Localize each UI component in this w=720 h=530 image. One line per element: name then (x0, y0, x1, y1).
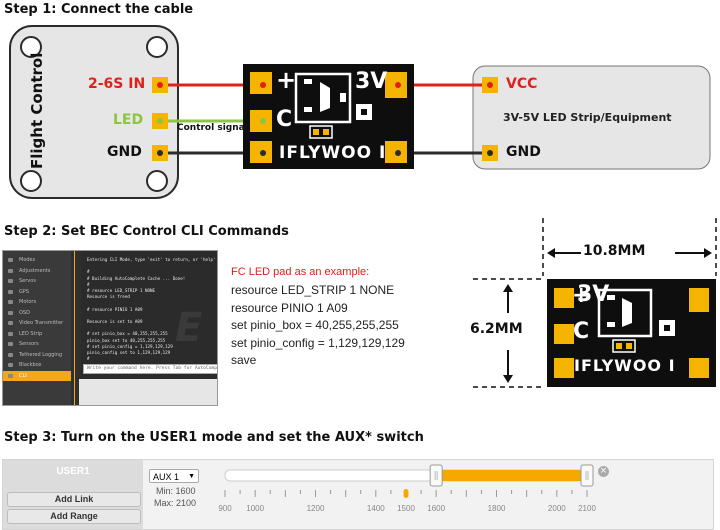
add-link-button[interactable]: Add Link (7, 492, 141, 507)
out-label-gnd: GND (506, 144, 541, 160)
cli-output-line: # (87, 281, 90, 287)
photo-brand-marking: IFLYWOO I (574, 356, 676, 375)
mode-name: USER1 (56, 466, 90, 477)
slider-handle-max[interactable] (580, 464, 594, 487)
cli-output-line: # set pinio_box = 40,255,255,255 (87, 331, 168, 337)
scale-tick-label: 2000 (548, 504, 566, 513)
cli-output-line: Entering CLI Mode, type 'exit' to return… (87, 257, 216, 262)
scale-tick-label: 1600 (427, 504, 445, 513)
command-list: resource LED_STRIP 1 NONE resource PINIO … (231, 282, 405, 370)
add-range-button[interactable]: Add Range (7, 509, 141, 524)
mode-panel: USER1 Add Link Add Range AUX 1 ▼ Min: 16… (2, 459, 714, 530)
mode-info: USER1 Add Link Add Range (3, 460, 143, 529)
step1-title: Step 1: Connect the cable (4, 2, 194, 17)
scale-tick-label: 1800 (488, 504, 506, 513)
board-3v-marking: 3V (355, 69, 388, 94)
cli-output-line: Resource is freed (87, 294, 130, 300)
board-c-marking: C (276, 107, 293, 132)
sidebar-item[interactable]: CLI (3, 370, 71, 381)
scale-tick-label: 1400 (367, 504, 385, 513)
scale-tick-label: 2100 (578, 504, 596, 513)
scale-tick-label: 1000 (246, 504, 264, 513)
board-brand-marking: IFLYWOO I (279, 143, 387, 163)
flight-control-board (9, 25, 179, 199)
dim-height-label: 6.2MM (470, 321, 523, 337)
command-line: resource PINIO 1 A09 (231, 300, 348, 315)
sidebar-item[interactable]: Modes (3, 255, 71, 266)
dim-width-label: 10.8MM (583, 243, 646, 259)
cli-output-line: # (87, 269, 90, 275)
photo-c-marking: C (573, 319, 590, 344)
sidebar-item[interactable]: Tethered Logging (3, 350, 71, 361)
slider-range-fill (436, 470, 587, 481)
scale-tick-label: 1500 (397, 504, 415, 513)
aux-select-value: AUX 1 (153, 472, 180, 482)
cli-output-line: pinio_box set to 40,255,255,255 (87, 337, 166, 343)
pin-label-power: 2-6S IN (88, 76, 146, 92)
control-signal-label: Control signal (177, 123, 248, 133)
cli-output-line: Resource is set to A09 (87, 319, 143, 325)
board-plus-marking: + (276, 66, 297, 94)
command-line: set pinio_config = 1,129,129,129 (231, 335, 405, 350)
cli-output-line: # resource LED_STRIP 1 NONE (87, 288, 156, 294)
current-value-marker (403, 489, 409, 498)
cli-output-line: # set pinio_config = 1,129,129,129 (87, 343, 173, 349)
close-icon[interactable]: × (598, 466, 609, 477)
command-line: resource LED_STRIP 1 NONE (231, 283, 395, 297)
sidebar-item[interactable]: LED Strip (3, 329, 71, 340)
mount-hole (20, 170, 42, 192)
sidebar-item[interactable]: Blackbox (3, 360, 71, 371)
dimension-drawing (473, 218, 717, 388)
wiring-diagram (9, 25, 711, 199)
out-label-vcc: VCC (506, 76, 538, 92)
cmd-header: FC LED pad as an example: (231, 266, 370, 278)
cli-command-input[interactable]: Write your command here. Press Tab for A… (83, 364, 217, 374)
bec-board-photo (547, 279, 716, 387)
pin-label-gnd: GND (107, 144, 142, 160)
cli-output-line: # Building AutoComplete Cache ... Done! (87, 275, 186, 281)
range-min-label: Min: 1600 (156, 486, 196, 496)
scale-tick-label: 900 (218, 504, 232, 513)
cli-output-line: pinio_config set to 1,129,129,129 (87, 350, 171, 356)
sidebar-item[interactable]: OSD (3, 308, 71, 319)
cli-console: E Entering CLI Mode, type 'exit' to retu… (81, 251, 217, 379)
cli-output-line: # resource PINIO 1 A09 (87, 306, 143, 312)
command-line: save (231, 353, 257, 367)
scale-tick-label: 1200 (307, 504, 325, 513)
photo-3v-marking: 3V (577, 282, 610, 307)
range-max-label: Max: 2100 (154, 498, 197, 508)
mount-hole (146, 36, 168, 58)
photo-plus-marking: + (572, 283, 591, 308)
cli-output-line: # (87, 356, 90, 362)
step3-title: Step 3: Turn on the USER1 mode and set t… (4, 430, 424, 445)
sidebar-item[interactable]: Servos (3, 276, 71, 287)
sidebar-item[interactable]: Motors (3, 297, 71, 308)
sidebar-item[interactable]: Sensors (3, 339, 71, 350)
step2-title: Step 2: Set BEC Control CLI Commands (4, 224, 289, 239)
watermark-logo: E (175, 305, 203, 351)
sidebar-item[interactable]: Video Transmitter (3, 318, 71, 329)
slider-handle-min[interactable] (429, 464, 443, 487)
aux-channel-select[interactable]: AUX 1 ▼ (149, 469, 199, 483)
mount-hole (20, 36, 42, 58)
pin-label-led: LED (113, 112, 144, 128)
led-strip-device (472, 65, 711, 170)
chevron-down-icon: ▼ (188, 473, 195, 480)
mount-hole (146, 170, 168, 192)
sidebar-item[interactable]: Adjustments (3, 266, 71, 277)
range-slider[interactable]: 900 1000 1200 1400 1500 1600 1800 2000 2100 (215, 460, 613, 529)
flight-control-label: Flight Control (28, 52, 46, 169)
sidebar-item[interactable]: GPS (3, 287, 71, 298)
device-label: 3V-5V LED Strip/Equipment (503, 111, 672, 124)
command-line: set pinio_box = 40,255,255,255 (231, 318, 399, 332)
